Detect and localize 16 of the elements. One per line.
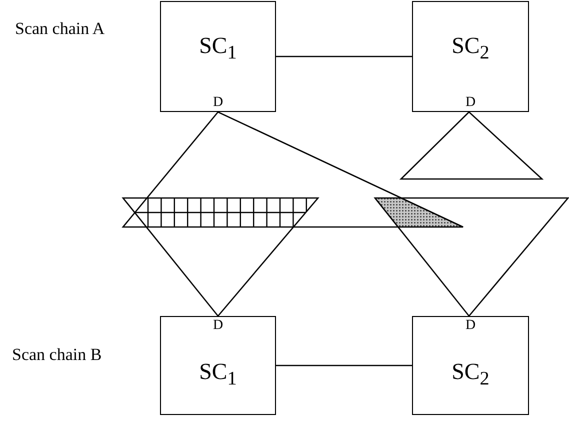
cell-name: SC$_{2}$: [450, 34, 490, 63]
cell-name: SC$_{2}$: [450, 360, 490, 389]
cell-name: SC$_{1}$: [198, 360, 238, 389]
chain-label: Scan chain A: [15, 19, 105, 39]
port-label: D: [212, 319, 224, 333]
scan-cell-box: [160, 316, 276, 415]
scan-cell-box: [160, 1, 276, 112]
cell-name: SC$_{1}$: [198, 34, 238, 63]
connector-line: [276, 364, 412, 366]
chain-label: Scan chain B: [12, 345, 102, 365]
connector-line: [276, 56, 412, 58]
port-label: D: [464, 96, 477, 110]
port-label: D: [464, 319, 477, 333]
scan-cell-box: [412, 1, 529, 112]
scan-cell-box: [412, 316, 529, 415]
port-label: D: [212, 96, 224, 110]
